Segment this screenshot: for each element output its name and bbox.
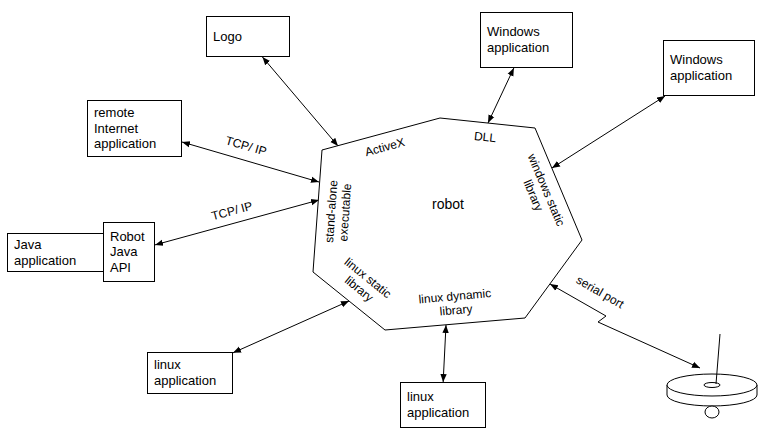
application-box: linux application bbox=[147, 352, 233, 394]
box-text: Robot Java API bbox=[110, 229, 148, 276]
box-text: Windows application bbox=[487, 24, 566, 55]
box-text: remote Internet application bbox=[94, 105, 175, 152]
connector-arrow bbox=[262, 57, 338, 146]
application-box: remote Internet application bbox=[87, 100, 182, 157]
heptagon-shape bbox=[313, 118, 582, 330]
application-box: Windows application bbox=[663, 40, 755, 96]
box-text: linux application bbox=[154, 357, 226, 388]
application-box: Windows application bbox=[480, 12, 573, 68]
protocol-label: TCP/ IP bbox=[222, 133, 270, 159]
application-box: Java application bbox=[7, 233, 104, 272]
box-text: Java application bbox=[14, 237, 97, 268]
robot-heptagon: robotActiveXDLLwindows static librarylin… bbox=[313, 118, 582, 330]
robot-title: robot bbox=[408, 196, 488, 212]
connector-arrow bbox=[488, 68, 514, 123]
application-box: Logo bbox=[206, 16, 290, 57]
application-box: linux application bbox=[400, 382, 486, 428]
connector-arrow bbox=[233, 301, 349, 353]
interface-label: serial port bbox=[572, 272, 628, 312]
protocol-label: TCP/ IP bbox=[208, 198, 256, 223]
serial-link bbox=[550, 284, 700, 368]
connector-arrow bbox=[443, 325, 446, 382]
box-text: Windows application bbox=[670, 52, 748, 83]
api-box: Robot Java API bbox=[103, 222, 155, 282]
turntable-robot bbox=[667, 334, 757, 418]
box-text: Logo bbox=[213, 29, 283, 45]
box-text: linux application bbox=[407, 389, 479, 420]
connector-arrow bbox=[552, 96, 665, 168]
